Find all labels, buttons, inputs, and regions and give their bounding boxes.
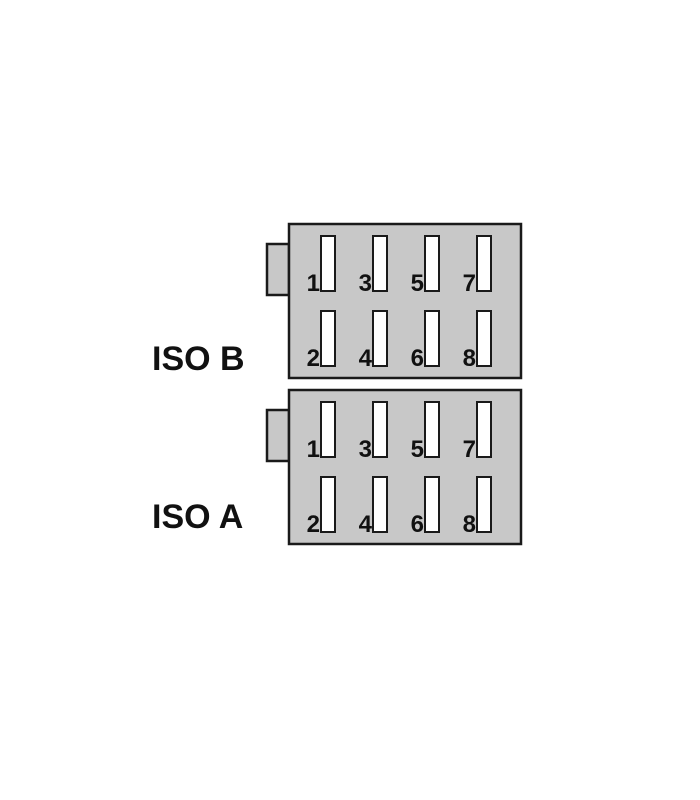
iso-b-pin-6	[424, 310, 440, 367]
iso-a-pin-number: 8	[463, 511, 476, 538]
iso-b-pin-number: 4	[359, 345, 373, 372]
iso-b-pin-8	[476, 310, 492, 367]
iso-b-pin-number: 5	[411, 270, 424, 297]
iso-a-pin-3	[372, 401, 388, 458]
iso-a-pin-number: 5	[411, 436, 424, 463]
iso-b-label: ISO B	[152, 340, 245, 378]
iso-b-pin-number: 2	[307, 345, 320, 372]
iso-a-label: ISO A	[152, 498, 243, 536]
iso-b-pin-number: 1	[307, 270, 320, 297]
iso-b-pin-number: 7	[463, 270, 476, 297]
iso-a-pin-number: 1	[307, 436, 320, 463]
iso-a-pin-number: 7	[463, 436, 476, 463]
iso-a-pin-8	[476, 476, 492, 533]
iso-a-pin-number: 6	[411, 511, 424, 538]
iso-a-pin-6	[424, 476, 440, 533]
iso-a-pin-number: 3	[359, 436, 372, 463]
iso-b-pin-number: 6	[411, 345, 424, 372]
iso-a-pin-number: 4	[359, 511, 373, 538]
iso-b-pin-4	[372, 310, 388, 367]
iso-a-pin-number: 2	[307, 511, 320, 538]
iso-b-pin-number: 8	[463, 345, 476, 372]
iso-b-pin-3	[372, 235, 388, 292]
iso-b-pin-5	[424, 235, 440, 292]
iso-b-pin-number: 3	[359, 270, 372, 297]
iso-a-pin-7	[476, 401, 492, 458]
iso-a-latch-tab	[265, 408, 291, 463]
iso-b-latch-tab	[265, 242, 291, 297]
iso-a-pin-4	[372, 476, 388, 533]
iso-a-pin-1	[320, 401, 336, 458]
iso-a-pin-5	[424, 401, 440, 458]
iso-b-pin-1	[320, 235, 336, 292]
iso-b-pin-2	[320, 310, 336, 367]
iso-a-pin-2	[320, 476, 336, 533]
iso-b-pin-7	[476, 235, 492, 292]
